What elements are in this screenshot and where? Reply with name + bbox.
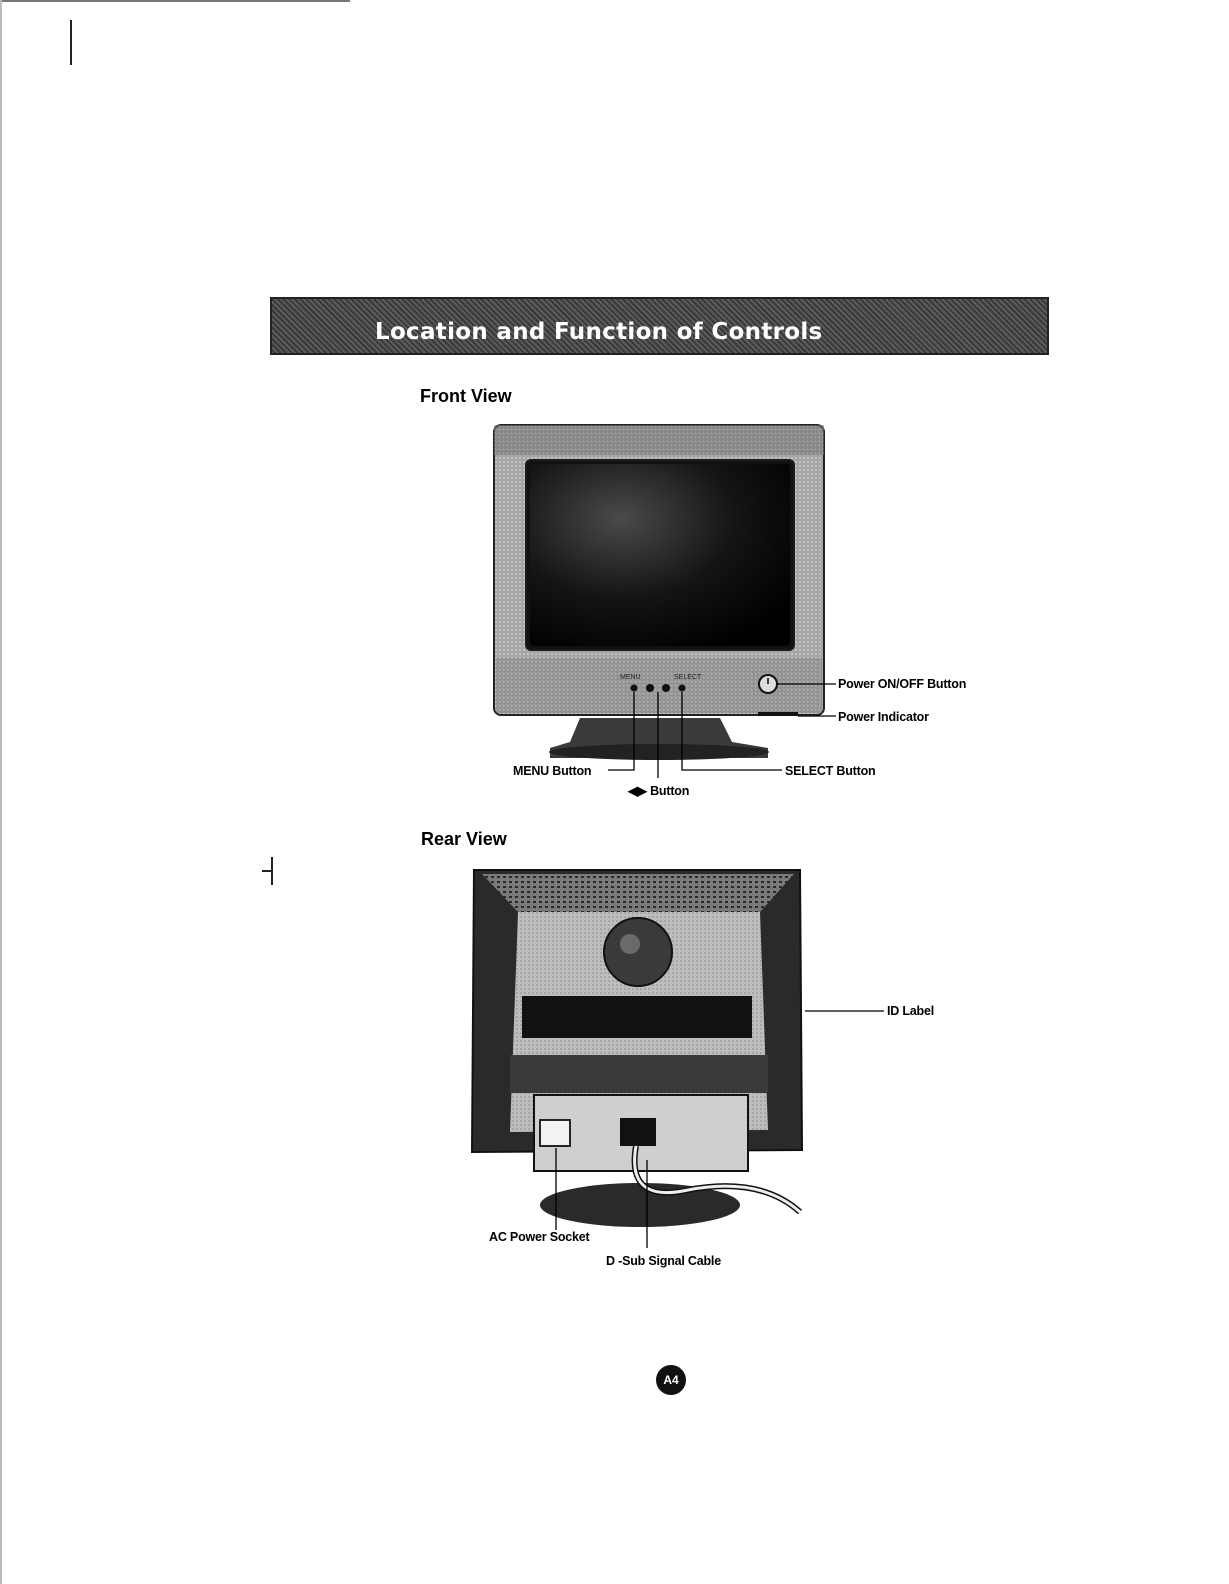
select-button[interactable]	[679, 685, 686, 692]
scan-mark	[70, 20, 72, 65]
select-bezel-label: SELECT	[674, 674, 702, 681]
rear-view-heading: Rear View	[421, 829, 507, 850]
arrow-button-callout: ◀▶ Button	[628, 783, 689, 798]
ac-power-socket[interactable]	[540, 1120, 570, 1146]
dsub-port[interactable]	[620, 1118, 656, 1146]
scan-margin-line	[0, 0, 2, 1584]
right-arrow-button[interactable]	[662, 684, 670, 692]
dsub-cable-callout: D -Sub Signal Cable	[606, 1254, 721, 1268]
menu-button[interactable]	[631, 685, 638, 692]
rear-knob	[604, 918, 672, 986]
power-indicator	[758, 712, 798, 716]
scan-mark	[262, 870, 272, 872]
ac-power-socket-callout: AC Power Socket	[489, 1230, 590, 1244]
front-view-heading: Front View	[420, 386, 512, 407]
page-title: Location and Function of Controls	[375, 319, 823, 345]
rear-view-diagram	[460, 860, 1020, 1280]
scan-edge-line	[0, 0, 350, 2]
monitor-stand	[549, 718, 769, 760]
left-arrow-button[interactable]	[646, 684, 654, 692]
menu-button-callout: MENU Button	[513, 764, 591, 778]
id-label	[522, 996, 752, 1038]
page-number-badge: A4	[656, 1365, 686, 1395]
select-button-callout: SELECT Button	[785, 764, 875, 778]
id-label-callout: ID Label	[887, 1004, 934, 1018]
front-view-diagram: MENU SELECT	[470, 420, 1030, 810]
power-button-callout: Power ON/OFF Button	[838, 677, 966, 691]
power-indicator-callout: Power Indicator	[838, 710, 929, 724]
menu-bezel-label: MENU	[620, 674, 641, 681]
